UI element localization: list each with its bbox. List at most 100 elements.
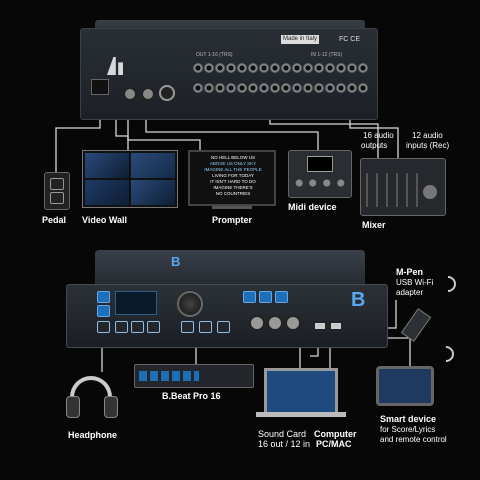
mixer-device	[360, 158, 446, 216]
mixer-knob-icon	[423, 185, 437, 199]
rear-jack	[303, 83, 313, 93]
front-usb-port	[331, 323, 341, 329]
prompter-lyric-line: IT ISN'T HARD TO DO	[210, 179, 256, 184]
rear-jack	[314, 83, 324, 93]
front-stop-button[interactable]	[199, 321, 212, 333]
audio-inputs-label-1: 12 audio	[412, 131, 443, 140]
usb-wifi-label-2: adapter	[396, 288, 424, 297]
bbeat-pro-label: B.Beat Pro 16	[162, 391, 221, 401]
front-button[interactable]	[243, 291, 256, 303]
laptop-screen	[264, 368, 338, 412]
rear-jack	[358, 83, 368, 93]
front-usb-port	[315, 323, 325, 329]
rear-midi-port	[159, 85, 175, 101]
video-wall-screen	[85, 153, 129, 178]
pedal-button-icon	[50, 178, 64, 190]
rear-jack	[336, 63, 346, 73]
rear-jack	[248, 83, 258, 93]
front-button[interactable]	[115, 321, 128, 333]
front-button[interactable]	[97, 291, 110, 303]
video-wall-screen	[131, 180, 175, 205]
front-button[interactable]	[259, 291, 272, 303]
rear-jack	[270, 83, 280, 93]
mixer-faders	[366, 173, 418, 207]
rear-jack	[248, 63, 258, 73]
pedal-device	[44, 172, 70, 210]
rear-jack	[292, 83, 302, 93]
headphone-cup-icon	[104, 396, 118, 418]
rear-jack	[237, 63, 247, 73]
midi-device-label: Midi device	[288, 202, 337, 212]
midi-device	[288, 150, 352, 198]
rear-jack	[358, 63, 368, 73]
front-button[interactable]	[97, 321, 110, 333]
rear-jack	[259, 83, 269, 93]
sound-card-label-2: 16 out / 12 in	[258, 439, 311, 449]
rear-logo-icon	[107, 57, 123, 75]
smart-device-sub-2: and remote control	[380, 435, 447, 444]
audio-outputs-label-1: 16 audio	[363, 131, 394, 140]
wire-pedal	[55, 118, 101, 172]
m-pen-label: M-Pen	[396, 267, 423, 277]
midi-display	[307, 156, 333, 172]
laptop-base	[256, 412, 346, 417]
rear-in-label: IN 1-12 (TRS)	[311, 52, 343, 58]
pedal-label: Pedal	[42, 215, 67, 225]
bbeat-pro-device	[134, 364, 254, 388]
sound-card-label-1: Sound Card	[258, 429, 307, 439]
mixer-label: Mixer	[362, 220, 386, 230]
rear-jack	[226, 83, 236, 93]
rear-jack	[303, 63, 313, 73]
wire-prompter	[127, 118, 201, 150]
front-unit-top: B	[95, 250, 365, 286]
rear-jack	[259, 63, 269, 73]
rear-port-1	[123, 87, 137, 101]
prompter-label: Prompter	[212, 215, 253, 225]
front-button[interactable]	[217, 321, 230, 333]
rear-jack	[204, 83, 214, 93]
prompter-stand	[212, 206, 252, 209]
rear-jack	[347, 63, 357, 73]
front-button[interactable]	[147, 321, 160, 333]
power-inlet	[91, 79, 109, 95]
wire-in	[349, 118, 399, 158]
rear-jack	[204, 63, 214, 73]
rear-jack	[336, 83, 346, 93]
rear-jack	[237, 83, 247, 93]
wire-midi	[145, 118, 319, 150]
rear-jack	[281, 63, 291, 73]
front-button[interactable]	[275, 291, 288, 303]
rear-jack	[226, 63, 236, 73]
video-wall-screen	[85, 180, 129, 205]
rear-marks-label: FC CE	[339, 36, 360, 43]
prompter-lyric-line: NO COUNTRIES	[215, 191, 251, 196]
front-play-button[interactable]	[181, 321, 194, 333]
video-wall	[82, 150, 178, 208]
rear-jack	[325, 63, 335, 73]
headphone-cup-icon	[66, 396, 80, 418]
front-main-knob[interactable]	[177, 291, 203, 317]
wire-soundcard	[310, 346, 319, 357]
rear-jack	[314, 63, 324, 73]
prompter-lyric-line: ABOVE US ONLY SKY	[209, 161, 257, 166]
midi-knobs	[294, 176, 346, 190]
video-wall-screen	[131, 153, 175, 178]
front-button[interactable]	[131, 321, 144, 333]
headphone-device	[70, 376, 112, 414]
front-jack-icon	[249, 315, 265, 331]
front-button[interactable]	[97, 305, 110, 317]
audio-outputs-label-2: outputs	[361, 141, 388, 150]
front-top-brand: B	[171, 254, 181, 269]
audio-inputs-label-2: inputs (Rec)	[406, 141, 450, 150]
wire-videowall	[115, 118, 129, 150]
prompter-lyric-line: NO HELL BELOW US	[210, 155, 256, 160]
rear-jack	[215, 63, 225, 73]
rear-jack	[325, 83, 335, 93]
rear-port-2	[141, 87, 155, 101]
video-wall-label: Video Wall	[82, 215, 128, 225]
rear-jack	[292, 63, 302, 73]
usb-wifi-label-1: USB Wi-Fi	[396, 278, 434, 287]
rear-jack	[193, 83, 203, 93]
